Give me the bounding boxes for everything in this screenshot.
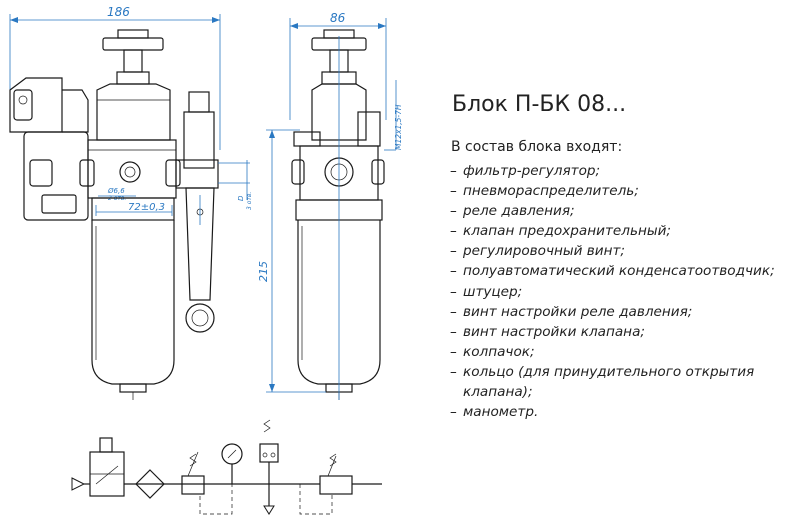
dim-port-count: 3 отв. [246,192,253,210]
list-item: клапан предохранительный; [450,221,800,241]
side-view: 86 M12x1,5-7H 215 [257,11,403,400]
list-item: пневмораспределитель; [450,181,800,201]
list-item: винт настройки клапана; [450,322,800,342]
list-item: колпачок; [450,342,800,362]
components-intro: В состав блока входят: [451,139,623,155]
list-item: регулировочный винт; [450,241,800,261]
list-item: винт настройки реле давления; [450,302,800,322]
page-title: Блок П-БК 08... [452,92,627,117]
pneumatic-schematic [71,419,382,515]
list-item: штуцер; [450,282,800,302]
front-view: 186 72±0,3 Ø6,6 2 отв. [9,5,253,400]
list-item: полуавтоматический конденсатоотводчик; [450,261,800,281]
list-item: манометр. [450,402,800,422]
dimension-spacing: 72±0,3 Ø6,6 2 отв. [95,187,173,216]
dim-thread-label: M12x1,5-7H [394,104,403,150]
dim-86-label: 86 [330,11,346,25]
dim-72-label: 72±0,3 [128,202,165,213]
list-item: фильтр-регулятор; [450,161,800,181]
dimension-height: 215 [257,129,326,393]
dimension-port: D 3 отв. [218,160,253,210]
dim-hole-diameter: Ø6,6 [107,187,125,195]
dim-186-label: 186 [107,5,130,19]
dim-215-label: 215 [257,261,270,282]
dimension-side-width: 86 [289,11,387,120]
components-list: фильтр-регулятор; пневмораспределитель; … [450,161,800,422]
dim-port-label: D [237,195,245,201]
list-item: реле давления; [450,201,800,221]
dimension-overall-width: 186 [9,5,221,150]
list-item: кольцо (для принудительного открытия кла… [450,362,800,402]
